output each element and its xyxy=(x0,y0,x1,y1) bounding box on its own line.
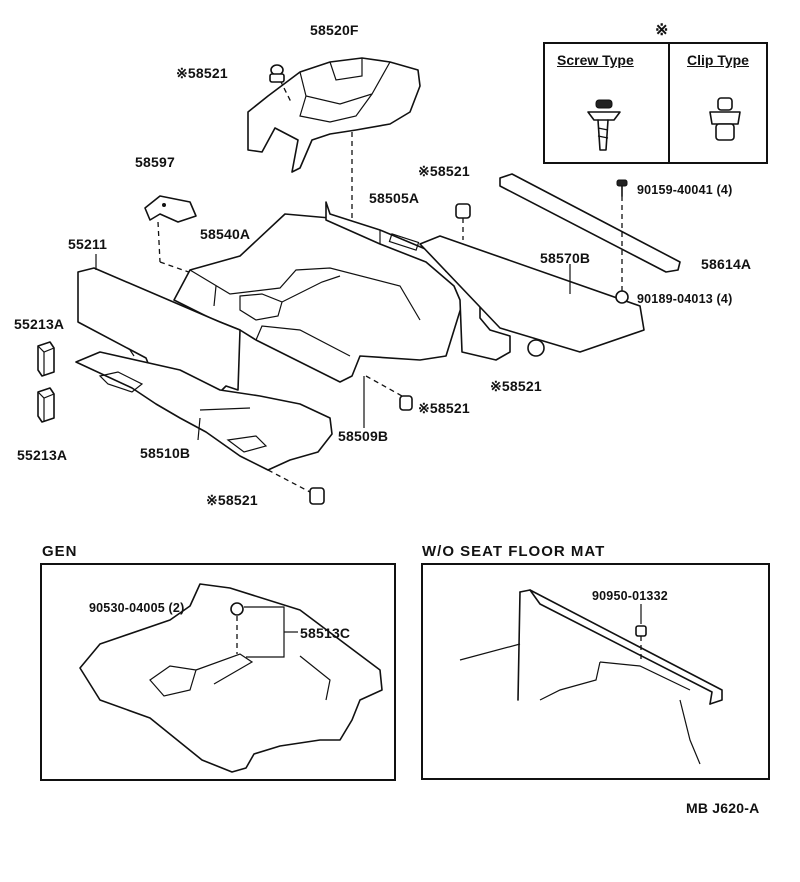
label-58597: 58597 xyxy=(135,154,175,170)
leader-58521-top xyxy=(279,79,293,105)
label-58614A: 58614A xyxy=(701,256,752,272)
part-58570B-plate xyxy=(419,235,645,353)
label-58521-center: ※58521 xyxy=(418,400,470,416)
inset-wo-mat-title: W/O SEAT FLOOR MAT xyxy=(422,543,606,560)
label-55213A-upper: 55213A xyxy=(14,316,65,332)
leader-58597b xyxy=(159,261,201,277)
part-58614A-bar xyxy=(499,173,681,273)
label-58520F: 58520F xyxy=(310,22,359,38)
label-55211: 55211 xyxy=(68,236,108,252)
legend-clip-type: Clip Type xyxy=(687,52,749,68)
clip-58521-bottom-icon xyxy=(267,469,325,505)
label-58521-right: ※58521 xyxy=(490,378,542,394)
clip-icon xyxy=(269,64,285,83)
inset-gen xyxy=(40,563,396,781)
diagram-code: MB J620-A xyxy=(686,800,760,816)
label-58521-bottom: ※58521 xyxy=(206,492,258,508)
label-55213A-lower: 55213A xyxy=(17,447,68,463)
label-58505A: 58505A xyxy=(369,190,420,206)
part-58597-bracket xyxy=(144,195,197,223)
label-58570B: 58570B xyxy=(540,250,591,266)
leader-58597 xyxy=(157,221,161,263)
screw-90159-icon xyxy=(616,179,628,197)
legend-screw-type: Screw Type xyxy=(557,52,634,68)
label-58510B: 58510B xyxy=(140,445,191,461)
legend-marker: ※ xyxy=(655,22,669,39)
clip-type-icon xyxy=(709,97,741,141)
part-58510B-mat xyxy=(75,351,333,471)
label-58513C: 58513C xyxy=(300,625,351,641)
wo-mat-drawing xyxy=(459,589,723,765)
clip-58521-right-icon xyxy=(527,339,545,357)
part-58520F-tray xyxy=(247,57,421,173)
label-58540A: 58540A xyxy=(200,226,251,242)
clip-58521-mid-icon xyxy=(455,203,471,240)
part-58540A-floor-pan xyxy=(173,213,465,383)
gen-floor-drawing xyxy=(79,583,383,773)
fastener-legend: Screw Type Clip Type xyxy=(543,42,768,164)
label-90530: 90530-04005 (2) xyxy=(89,601,185,615)
screw-type-icon xyxy=(587,99,621,151)
clip-58521-center-icon xyxy=(365,375,413,411)
label-58509B: 58509B xyxy=(338,428,389,444)
part-55213A-block-lower xyxy=(37,387,55,423)
label-58521-mid: ※58521 xyxy=(418,163,470,179)
inset-gen-title: GEN xyxy=(42,543,78,560)
label-90159: 90159-40041 (4) xyxy=(637,183,733,197)
label-90189: 90189-04013 (4) xyxy=(637,292,733,306)
inset-wo-mat xyxy=(421,563,770,780)
nut-90189-icon xyxy=(615,290,629,304)
legend-divider xyxy=(668,44,670,162)
part-55213A-block-upper xyxy=(37,341,55,377)
leader-58510B xyxy=(197,417,201,441)
label-58521-top: ※58521 xyxy=(176,65,228,81)
label-90950: 90950-01332 xyxy=(592,589,668,603)
